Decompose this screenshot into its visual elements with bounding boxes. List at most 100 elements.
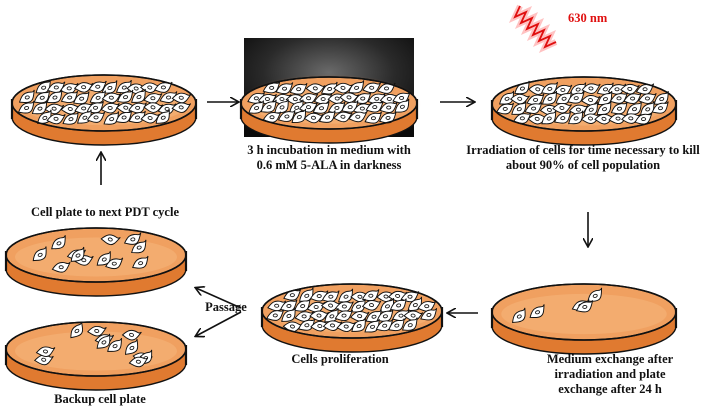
exchange-line-2: irradiation and plate — [554, 367, 666, 381]
wavelength-label: 630 nm — [568, 11, 608, 25]
cell-icon — [274, 99, 289, 114]
cell-icon — [298, 318, 316, 331]
incubation-line-1: 3 h incubation in medium with — [247, 143, 411, 157]
cell-icon — [131, 239, 147, 254]
next-cycle-label: Cell plate to next PDT cycle — [5, 205, 205, 220]
dish-irradiated — [490, 76, 678, 146]
cell-icon — [651, 101, 669, 114]
cell-icon — [389, 298, 407, 311]
cell-icon — [96, 251, 111, 266]
cell-icon — [35, 346, 56, 357]
cell-icon — [349, 311, 370, 322]
cell-icon — [587, 287, 603, 302]
cell-icon — [103, 111, 120, 125]
exchange-line-3: exchange after 24 h — [558, 382, 662, 396]
cell-icon — [115, 79, 132, 94]
cell-icon — [553, 84, 573, 96]
cell-icon — [46, 89, 63, 104]
cell-icon — [333, 111, 353, 123]
cell-icon — [128, 356, 149, 368]
cell-icon — [266, 309, 285, 321]
cell-icon — [567, 91, 585, 104]
cell-icon — [524, 102, 543, 115]
cell-icon — [334, 309, 354, 322]
cell-layer — [32, 232, 149, 273]
cell-icon — [306, 301, 326, 313]
cell-icon — [275, 82, 294, 95]
cell-icon — [143, 102, 164, 113]
dish-incubation — [239, 76, 419, 144]
exchange-label: Medium exchange after irradiation and pl… — [520, 352, 700, 397]
cell-icon — [260, 99, 277, 113]
cell-icon — [121, 329, 142, 341]
irradiation-label: Irradiation of cells for time necessary … — [445, 143, 721, 173]
cell-layer — [512, 287, 603, 324]
dish-start — [10, 74, 198, 146]
cell-icon — [553, 111, 572, 124]
arrow-passage-down — [196, 311, 242, 336]
cell-icon — [327, 101, 346, 114]
cell-icon — [17, 100, 35, 114]
cell-icon — [289, 82, 308, 95]
cell-icon — [101, 92, 122, 104]
cell-icon — [131, 88, 146, 103]
cell-icon — [33, 90, 51, 104]
cell-icon — [105, 257, 124, 270]
cell-icon — [298, 102, 319, 113]
cell-icon — [581, 83, 601, 94]
cell-icon — [96, 333, 111, 349]
cell-icon — [529, 304, 545, 319]
cell-icon — [569, 82, 587, 96]
cell-icon — [125, 338, 139, 355]
dish-next-cycle — [4, 227, 188, 297]
cell-icon — [294, 298, 311, 312]
proliferation-label: Cells proliferation — [260, 352, 420, 367]
cell-icon — [607, 83, 627, 95]
proliferation-text: Cells proliferation — [291, 352, 389, 366]
cell-icon — [394, 98, 410, 113]
cell-icon — [364, 318, 380, 333]
cell-icon — [86, 111, 106, 123]
cell-icon — [575, 300, 594, 313]
cell-icon — [51, 261, 71, 273]
cell-icon — [51, 235, 66, 250]
cell-icon — [351, 317, 366, 332]
cell-icon — [312, 101, 330, 114]
cell-icon — [123, 232, 142, 245]
irradiation-line-1: Irradiation of cells for time necessary … — [466, 143, 700, 157]
arrow-passage-up — [196, 288, 242, 309]
cell-icon — [294, 311, 314, 322]
cell-icon — [107, 337, 123, 352]
cell-layer — [33, 321, 153, 368]
cell-icon — [341, 100, 359, 113]
backup-text: Backup cell plate — [54, 392, 146, 406]
cell-layer — [266, 287, 438, 333]
incubation-label: 3 h incubation in medium with 0.6 mM 5-A… — [244, 143, 414, 173]
cell-icon — [87, 325, 107, 337]
cell-icon — [309, 310, 330, 322]
cell-icon — [403, 310, 424, 322]
laser-beam-icon — [508, 4, 558, 54]
cell-icon — [60, 90, 79, 104]
cell-icon — [159, 91, 178, 104]
passage-text: Passage — [205, 300, 247, 314]
passage-label: Passage — [196, 300, 256, 315]
exchange-line-1: Medium exchange after — [546, 352, 674, 366]
cell-icon — [496, 102, 515, 115]
cell-icon — [388, 318, 405, 332]
cell-icon — [637, 92, 657, 104]
irradiation-line-2: about 90% of cell population — [505, 158, 661, 172]
cell-icon — [59, 82, 79, 94]
cell-icon — [407, 296, 423, 312]
dish-exchanged — [490, 283, 678, 355]
cell-icon — [634, 112, 653, 125]
dish-proliferating — [260, 283, 444, 353]
next-cycle-text: Cell plate to next PDT cycle — [31, 205, 179, 219]
cell-icon — [336, 321, 356, 333]
cell-icon — [541, 90, 558, 105]
cell-icon — [32, 246, 47, 262]
cell-icon — [609, 92, 628, 104]
cell-icon — [279, 299, 298, 312]
